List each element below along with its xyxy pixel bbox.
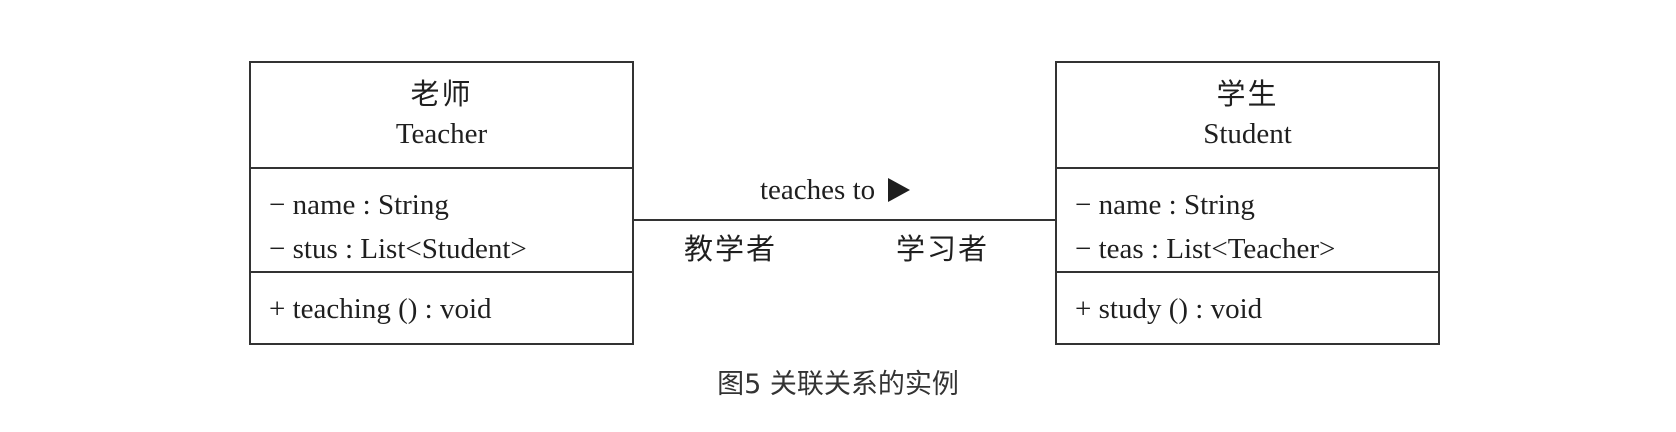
figure-caption: 图5 关联关系的实例 xyxy=(717,369,959,400)
student-role-label: 学习者 xyxy=(896,234,990,266)
teacher-attribute-name: − name : String xyxy=(269,189,449,221)
teacher-class-header: 老师 Teacher xyxy=(251,63,632,169)
right-triangle-icon xyxy=(888,178,911,203)
student-class-box: 学生 Student − name : String − teas : List… xyxy=(1055,61,1440,345)
student-class-header: 学生 Student xyxy=(1057,63,1438,169)
teacher-class-name-en: Teacher xyxy=(395,118,488,150)
student-attributes: − name : String − teas : List<Teacher> xyxy=(1057,169,1438,273)
teacher-attribute-stus: − stus : List<Student> xyxy=(269,233,527,265)
student-class-name-en: Student xyxy=(1203,118,1292,150)
teacher-operation-teaching: + teaching () : void xyxy=(269,293,492,325)
teacher-role-label: 教学者 xyxy=(684,234,778,266)
student-class-name-cn: 学生 xyxy=(1216,79,1279,111)
association-name-text: teaches to xyxy=(760,174,876,206)
student-operation-study: + study () : void xyxy=(1075,293,1263,325)
student-attribute-teas: − teas : List<Teacher> xyxy=(1075,233,1336,265)
teacher-attributes: − name : String − stus : List<Student> xyxy=(251,169,632,273)
teacher-operations: + teaching () : void xyxy=(251,273,632,331)
student-operations: + study () : void xyxy=(1057,273,1438,331)
student-attribute-name: − name : String xyxy=(1075,189,1255,221)
association-line xyxy=(634,219,1055,221)
teacher-class-box: 老师 Teacher − name : String − stus : List… xyxy=(249,61,634,345)
teacher-class-name-cn: 老师 xyxy=(410,79,473,111)
association-name-label: teaches to xyxy=(760,172,911,208)
